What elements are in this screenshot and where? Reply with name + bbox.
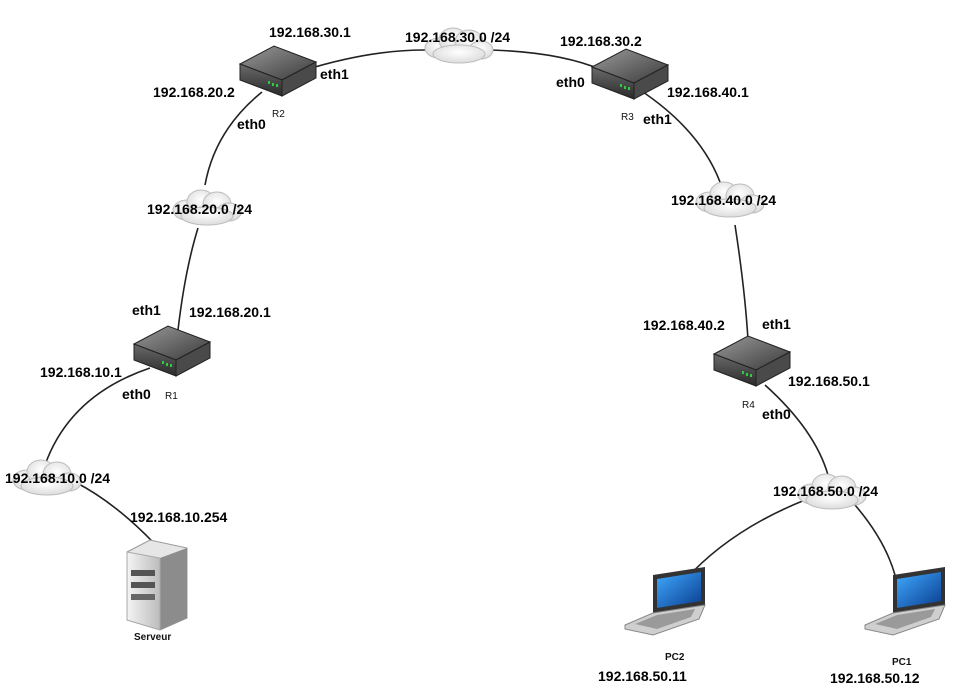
links xyxy=(44,49,896,581)
network-label: 192.168.20.0 /24 xyxy=(147,201,252,217)
router-name: R2 xyxy=(272,109,285,120)
cloud-icon xyxy=(424,27,494,64)
ip-label: 192.168.20.2 xyxy=(153,84,235,100)
link-r1-net20 xyxy=(177,227,199,331)
cloud-icon xyxy=(172,189,242,226)
link-r2-net30 xyxy=(304,49,426,71)
ip-label: 192.168.20.1 xyxy=(189,304,271,320)
cloud-icon xyxy=(12,459,82,496)
interface-label: eth0 xyxy=(122,386,151,402)
ip-label: 192.168.10.1 xyxy=(40,364,122,380)
laptop-icon[interactable] xyxy=(624,567,706,636)
ip-label: 192.168.30.1 xyxy=(269,24,351,40)
device-name: PC1 xyxy=(892,657,912,668)
ip-label: 192.168.40.1 xyxy=(667,84,749,100)
network-label: 192.168.30.0 /24 xyxy=(405,29,510,45)
ip-label: 192.168.50.12 xyxy=(830,670,920,686)
interface-label: eth1 xyxy=(762,316,791,332)
laptop-icon[interactable] xyxy=(864,567,946,636)
link-net10-r1 xyxy=(44,367,151,466)
link-net50-pc1 xyxy=(854,504,896,576)
cloud-icon xyxy=(695,181,765,218)
server-icon[interactable] xyxy=(126,539,188,631)
link-net30-r3 xyxy=(489,49,603,71)
router-icon[interactable] xyxy=(132,325,212,377)
network-label: 192.168.40.0 /24 xyxy=(671,192,776,208)
ip-label: 192.168.50.1 xyxy=(788,373,870,389)
router-icon[interactable] xyxy=(590,48,670,100)
interface-label: eth1 xyxy=(132,302,161,318)
link-net40-r4 xyxy=(734,224,749,341)
link-r3-net40 xyxy=(639,89,721,183)
link-r4-net50 xyxy=(764,384,829,476)
interface-label: eth0 xyxy=(237,116,266,132)
network-label: 192.168.50.0 /24 xyxy=(773,483,878,499)
device-name: PC2 xyxy=(665,652,685,663)
ip-label: 192.168.10.254 xyxy=(130,509,228,525)
router-name: R3 xyxy=(621,112,634,123)
router-name: R1 xyxy=(165,391,178,402)
link-net20-r2 xyxy=(204,91,263,186)
cloud-icon xyxy=(797,473,867,510)
interface-label: eth0 xyxy=(762,406,791,422)
router-name: R4 xyxy=(742,400,755,411)
interface-label: eth1 xyxy=(320,66,349,82)
interface-label: eth1 xyxy=(643,111,672,127)
router-icon[interactable] xyxy=(238,45,318,97)
device-name: Serveur xyxy=(134,632,171,643)
ip-label: 192.168.30.2 xyxy=(560,33,642,49)
ip-label: 192.168.40.2 xyxy=(643,317,725,333)
ip-label: 192.168.50.11 xyxy=(598,668,687,684)
router-icon[interactable] xyxy=(712,335,792,387)
interface-label: eth0 xyxy=(556,74,585,90)
network-label: 192.168.10.0 /24 xyxy=(5,470,110,486)
